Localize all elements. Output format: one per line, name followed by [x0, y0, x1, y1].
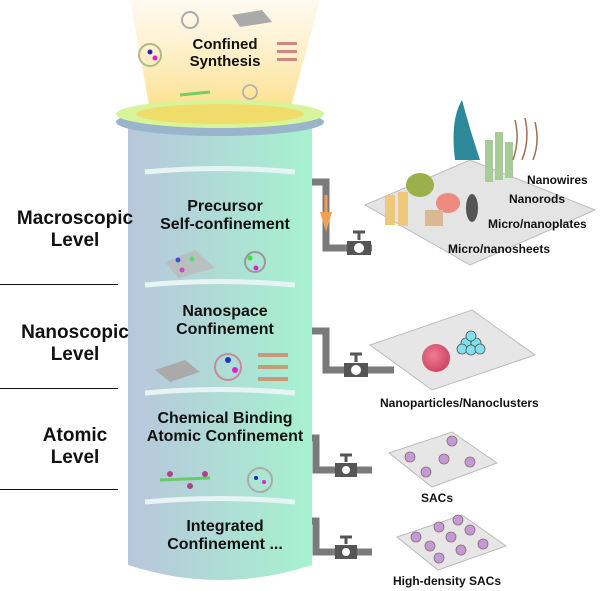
stage-label: Confinement [176, 321, 274, 339]
down-arrow-icon [320, 212, 332, 232]
hd-sacs-substrate-plate [395, 514, 508, 571]
stage-chemical-binding-atomic-confinement: Chemical Binding Atomic Confinement [130, 410, 320, 447]
macro-structures-icon [385, 100, 538, 226]
stage-label: Chemical Binding [157, 410, 293, 427]
level-label: Atomic [42, 425, 108, 446]
molecule-sheet-2-icon [155, 360, 200, 382]
cylinder-rim-inner [136, 104, 304, 124]
hd-sac-atoms-icon [410, 514, 489, 564]
level-label: Level [50, 446, 100, 468]
molecule-chain-icon [159, 471, 211, 489]
product-nanorods: Nanorods [509, 192, 566, 206]
light-beam [130, 0, 320, 110]
stage-divider [144, 279, 296, 288]
level-macroscopic: Macroscopic Level [0, 208, 150, 252]
product-nanoparticles-nanoclusters: Nanoparticles/Nanoclusters [380, 396, 539, 410]
level-divider [0, 284, 118, 285]
valve-icon-macro [347, 230, 371, 255]
level-label: Level [50, 229, 100, 251]
molecule-cage-icon [244, 251, 266, 273]
stage-label: Self-confinement [160, 216, 290, 234]
stage-label: Precursor [187, 198, 263, 215]
title-line-2: Synthesis [189, 53, 261, 71]
stage-label: Nanospace [182, 303, 268, 320]
confined-synthesis-title: Confined Synthesis [150, 36, 300, 71]
valve-icon-atomic [335, 453, 357, 477]
product-nanowires: Nanowires [527, 173, 588, 187]
product-sacs: SACs [421, 491, 454, 505]
level-nanoscopic: Nanoscopic Level [0, 322, 150, 366]
nano-substrate-plate [368, 309, 537, 391]
stage-nanospace-confinement: Nanospace Confinement [130, 303, 320, 340]
level-divider [0, 388, 118, 389]
level-label: Level [50, 343, 100, 365]
sac-atoms-icon [404, 435, 476, 478]
molecule-graphene-sheet-icon [165, 250, 215, 278]
cylinder-body [128, 120, 312, 580]
nanoparticle-icon [422, 344, 450, 372]
level-label: Macroscopic [16, 208, 134, 229]
title-line-1: Confined [192, 36, 258, 53]
stage-label: Atomic Confinement [146, 428, 304, 446]
nanocluster-icon [456, 330, 486, 356]
product-micro-nanosheets: Micro/nanosheets [448, 242, 551, 256]
stage-integrated-confinement: Integrated Confinement ... [130, 518, 320, 555]
molecule-porphyrin-icon [247, 467, 273, 493]
molecule-layered-icon [258, 353, 288, 381]
valve-icon-integrated [335, 535, 357, 559]
level-divider [0, 489, 118, 490]
stage-divider [144, 496, 296, 505]
stage-divider [144, 387, 296, 396]
product-high-density-sacs: High-density SACs [393, 574, 502, 588]
valve-icon-nano [344, 352, 368, 377]
stage-precursor-self-confinement: Precursor Self-confinement [130, 198, 320, 235]
stage-label: Confinement ... [167, 536, 283, 554]
product-micro-nanoplates: Micro/nanoplates [488, 217, 587, 231]
level-label: Nanoscopic [21, 322, 129, 343]
top-molecules-icon [138, 10, 297, 100]
stage-label: Integrated [186, 518, 264, 535]
level-atomic: Atomic Level [0, 425, 150, 469]
molecule-mof-icon [214, 353, 242, 381]
stage-divider [144, 166, 296, 175]
